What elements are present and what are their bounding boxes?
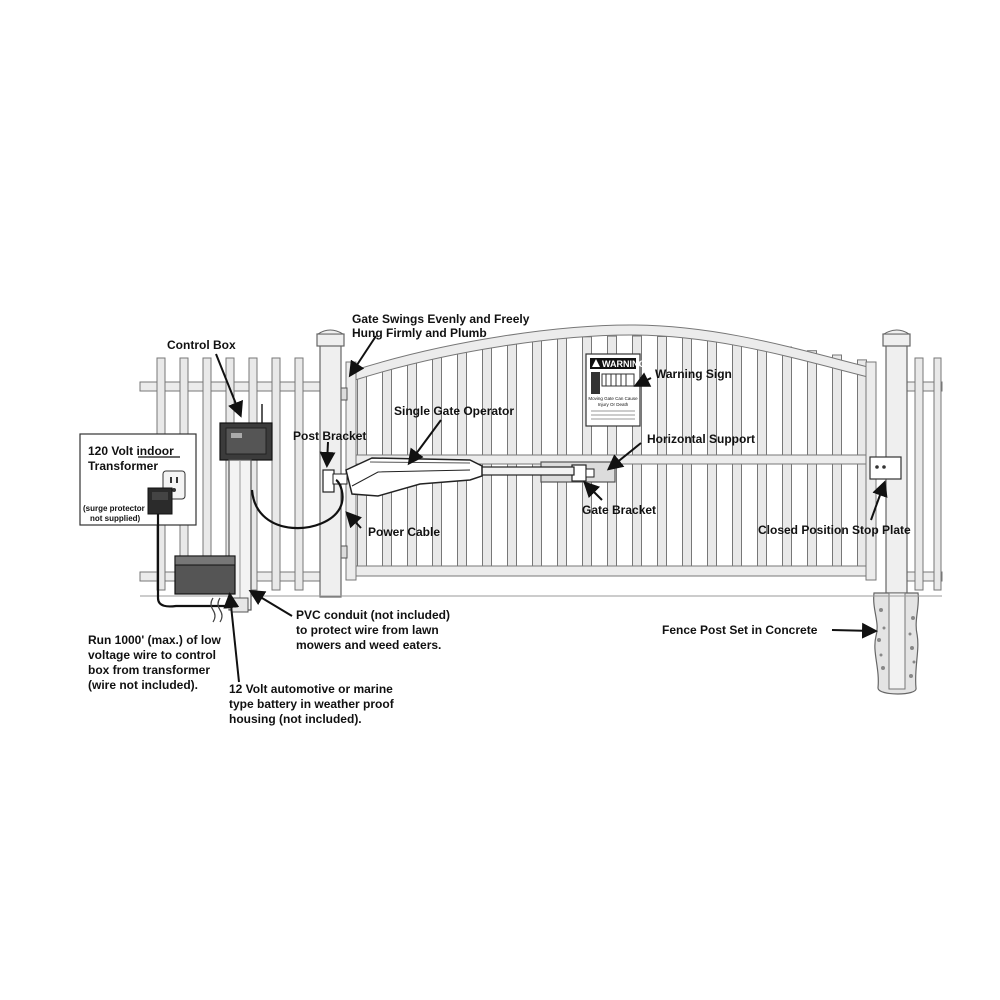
hinge-post — [316, 329, 345, 598]
power-cable — [250, 479, 344, 530]
label-surge-line2: not supplied) — [90, 514, 141, 523]
arrow-pvc-conduit — [248, 589, 293, 617]
label-horizontal-support: Horizontal Support — [647, 432, 755, 446]
label-run-line4: (wire not included). — [88, 678, 198, 692]
label-battery-line1: 12 Volt automotive or marine — [229, 682, 393, 696]
arrow-fence-post — [831, 622, 878, 639]
arrow-control-box — [215, 353, 243, 418]
label-single-gate-operator: Single Gate Operator — [394, 404, 514, 418]
label-battery-line3: housing (not included). — [229, 712, 362, 726]
low-voltage-wire — [156, 514, 236, 608]
gate-bottom-rail — [351, 565, 875, 577]
label-run-line2: voltage wire to control — [88, 648, 216, 662]
arrow-horizontal-support — [606, 442, 642, 471]
arrow-single-gate-operator — [407, 419, 442, 466]
label-surge-line1: (surge protector — [83, 504, 145, 513]
concrete-footing — [873, 592, 920, 695]
warning-sign-title: WARNING — [602, 359, 646, 369]
arrow-post-bracket — [319, 441, 336, 468]
label-run-line1: Run 1000' (max.) of low — [88, 633, 222, 647]
label-transformer-line2: Transformer — [88, 459, 158, 473]
label-pvc-line2: to protect wire from lawn — [296, 623, 439, 637]
warning-sign-line1: Moving Gate Can Cause — [588, 396, 638, 401]
right-fence-section — [905, 357, 943, 591]
label-pvc-line1: PVC conduit (not included) — [296, 608, 450, 622]
gate-picket — [857, 359, 867, 577]
arrow-battery — [223, 592, 240, 683]
control-box-icon — [219, 404, 273, 461]
label-warning-sign: Warning Sign — [655, 367, 732, 381]
label-fence-post: Fence Post Set in Concrete — [662, 623, 818, 637]
label-closed-stop-plate: Closed Position Stop Plate — [758, 523, 911, 537]
transformer-icon — [147, 487, 173, 515]
label-battery-line2: type battery in weather proof — [229, 697, 395, 711]
stop-plate-icon — [869, 456, 902, 480]
label-power-cable: Power Cable — [368, 525, 440, 539]
transformer-panel — [79, 433, 197, 526]
label-control-box: Control Box — [167, 338, 236, 352]
gate-picket — [832, 354, 842, 577]
wire-squiggle — [210, 597, 216, 623]
arrow-gate-swings — [348, 335, 377, 378]
label-gate-swings-line2: Hung Firmly and Plumb — [352, 326, 487, 340]
warning-sign-line2: Injury Or Death — [598, 402, 629, 407]
arrow-gate-bracket — [583, 481, 603, 501]
arrow-stop-plate — [870, 480, 888, 521]
label-post-bracket: Post Bracket — [293, 429, 366, 443]
label-run-line3: box from transformer — [88, 663, 210, 677]
label-pvc-line3: mowers and weed eaters. — [296, 638, 441, 652]
label-gate-bracket: Gate Bracket — [582, 503, 656, 517]
arrow-warning-sign — [633, 372, 652, 387]
arrow-power-cable — [345, 511, 363, 529]
operator-push-rod — [469, 466, 575, 476]
label-transformer-line1: 120 Volt indoor — [88, 444, 174, 458]
battery-icon — [174, 555, 236, 595]
warning-sign-icon: WARNING Moving Gate Can Cause Injury Or … — [585, 353, 646, 427]
label-gate-swings-line1: Gate Swings Evenly and Freely — [352, 312, 530, 326]
